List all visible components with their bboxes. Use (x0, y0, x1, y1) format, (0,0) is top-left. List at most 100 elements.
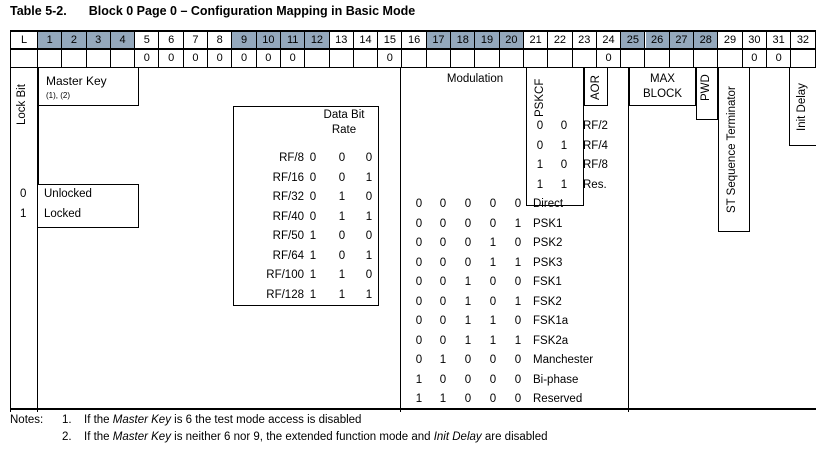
lock-bit-meaning-1: Locked (44, 208, 82, 220)
bit-header-12: 12 (305, 32, 330, 48)
fixed-value-cell-17 (427, 50, 452, 67)
fixed-value-cell-1 (38, 50, 63, 67)
pskcf-name: RF/4 (583, 139, 608, 152)
modulation-bit: 0 (514, 276, 522, 288)
modulation-bit: 1 (489, 315, 497, 327)
pskcf-bit: 1 (536, 159, 544, 171)
pskcf-box (526, 68, 584, 206)
modulation-bit: 0 (439, 334, 447, 347)
modulation-bit: 0 (489, 373, 497, 386)
modulation-name: FSK1a (533, 315, 569, 327)
fixed-value-cell-23 (573, 50, 597, 67)
aor-box (584, 68, 608, 106)
bit-header-l: L (10, 32, 38, 48)
pskcf-bit: 0 (536, 139, 544, 152)
data-bit-rate-name: RF/128 (266, 288, 304, 301)
modulation-bit: 1 (439, 393, 447, 405)
fixed-value-cell-19 (475, 50, 500, 67)
data-bit-rate-bit: 0 (338, 171, 346, 184)
fixed-value-cell-11: 0 (281, 50, 306, 67)
note-row-2: 2. If the Master Key is neither 6 nor 9,… (10, 429, 820, 446)
data-bit-rate-bit: 1 (338, 210, 346, 223)
fixed-value-cell-32 (791, 50, 816, 67)
modulation-bit: 0 (415, 198, 423, 210)
data-bit-rate-bit: 0 (309, 171, 317, 184)
modulation-bit: 1 (464, 334, 472, 347)
modulation-name: Reserved (533, 393, 583, 405)
modulation-bit: 1 (514, 217, 522, 230)
data-bit-rate-label: Data Bit Rate (305, 108, 383, 138)
fixed-value-cell-15: 0 (378, 50, 403, 67)
modulation-bit: 1 (489, 334, 497, 347)
modulation-bit: 0 (464, 373, 472, 386)
data-bit-rate-bit: 1 (309, 230, 317, 242)
modulation-name: FSK2a (533, 334, 569, 347)
modulation-name: PSK3 (533, 256, 563, 269)
bit-header-17: 17 (426, 32, 452, 48)
pskcf-name: RF/2 (583, 120, 608, 132)
fixed-value-cell-20 (500, 50, 524, 67)
fixed-value-cell-27 (670, 50, 695, 67)
modulation-name: PSK2 (533, 237, 563, 249)
fixed-value-cell-26 (646, 50, 670, 67)
modulation-bit: 0 (514, 237, 522, 249)
pskcf-name: RF/8 (583, 159, 608, 171)
bit-header-5: 5 (135, 32, 160, 48)
modulation-name: Manchester (533, 354, 594, 366)
note-1-pre: If the (84, 414, 113, 426)
data-bit-rate-bit: 1 (365, 288, 373, 301)
table-notes: Notes: 1. If the Master Key is 6 the tes… (10, 412, 820, 446)
fixed-value-cell-5: 0 (135, 50, 160, 67)
data-bit-rate-name: RF/16 (272, 171, 304, 184)
fixed-value-cell-22 (548, 50, 573, 67)
lock-bit-meaning-0: Unlocked (44, 188, 92, 200)
modulation-bit: 0 (439, 198, 447, 210)
bit-header-2: 2 (62, 32, 87, 48)
modulation-bit: 1 (464, 315, 472, 327)
pskcf-name: Res. (583, 178, 607, 191)
bit-header-21: 21 (524, 32, 549, 48)
modulation-bit: 0 (415, 315, 423, 327)
modulation-bit: 1 (489, 256, 497, 269)
modulation-bit: 1 (415, 373, 423, 386)
data-bit-rate-bit: 1 (338, 191, 346, 203)
note-1-em1: Master Key (112, 414, 171, 426)
data-bit-rate-bit: 1 (309, 288, 317, 301)
modulation-bit: 1 (464, 295, 472, 308)
pwd-label: PWD (700, 74, 712, 102)
master-key-label: Master Key (46, 74, 107, 88)
data-bit-rate-label-line2: Rate (331, 124, 357, 136)
data-bit-rate-bit: 1 (365, 171, 373, 184)
fixed-value-cell-14 (354, 50, 379, 67)
modulation-bit: 0 (464, 354, 472, 366)
data-bit-rate-bit: 1 (309, 249, 317, 262)
pskcf-bit: 0 (560, 120, 568, 132)
modulation-bit: 0 (489, 393, 497, 405)
bit-header-14: 14 (353, 32, 379, 48)
bit-header-3: 3 (86, 32, 111, 48)
modulation-bit: 0 (415, 237, 423, 249)
master-key-left-rule (38, 106, 39, 184)
bit-header-24: 24 (596, 32, 622, 48)
init-delay-box (789, 68, 816, 146)
bit-header-29: 29 (718, 32, 743, 48)
table-number: Table 5-2. (10, 4, 67, 18)
lock-bit-column (10, 68, 38, 412)
fixed-value-cell-13 (330, 50, 354, 67)
pskcf-bit: 0 (560, 159, 568, 171)
bit-header-20: 20 (499, 32, 524, 48)
note-2-post: are disabled (481, 431, 548, 443)
modulation-bit: 0 (439, 237, 447, 249)
pskcf-label: PSKCF (534, 78, 546, 118)
data-bit-rate-bit: 0 (309, 210, 317, 223)
modulation-bit: 1 (514, 295, 522, 308)
data-bit-rate-box (233, 106, 379, 306)
modulation-box (400, 68, 629, 412)
data-bit-rate-bit: 0 (338, 249, 346, 262)
data-bit-rate-bit: 1 (338, 288, 346, 301)
fixed-value-cell-4 (111, 50, 136, 67)
note-1-mid: is 6 the test mode access is disabled (170, 414, 362, 426)
fixed-value-cell-6: 0 (160, 50, 184, 67)
